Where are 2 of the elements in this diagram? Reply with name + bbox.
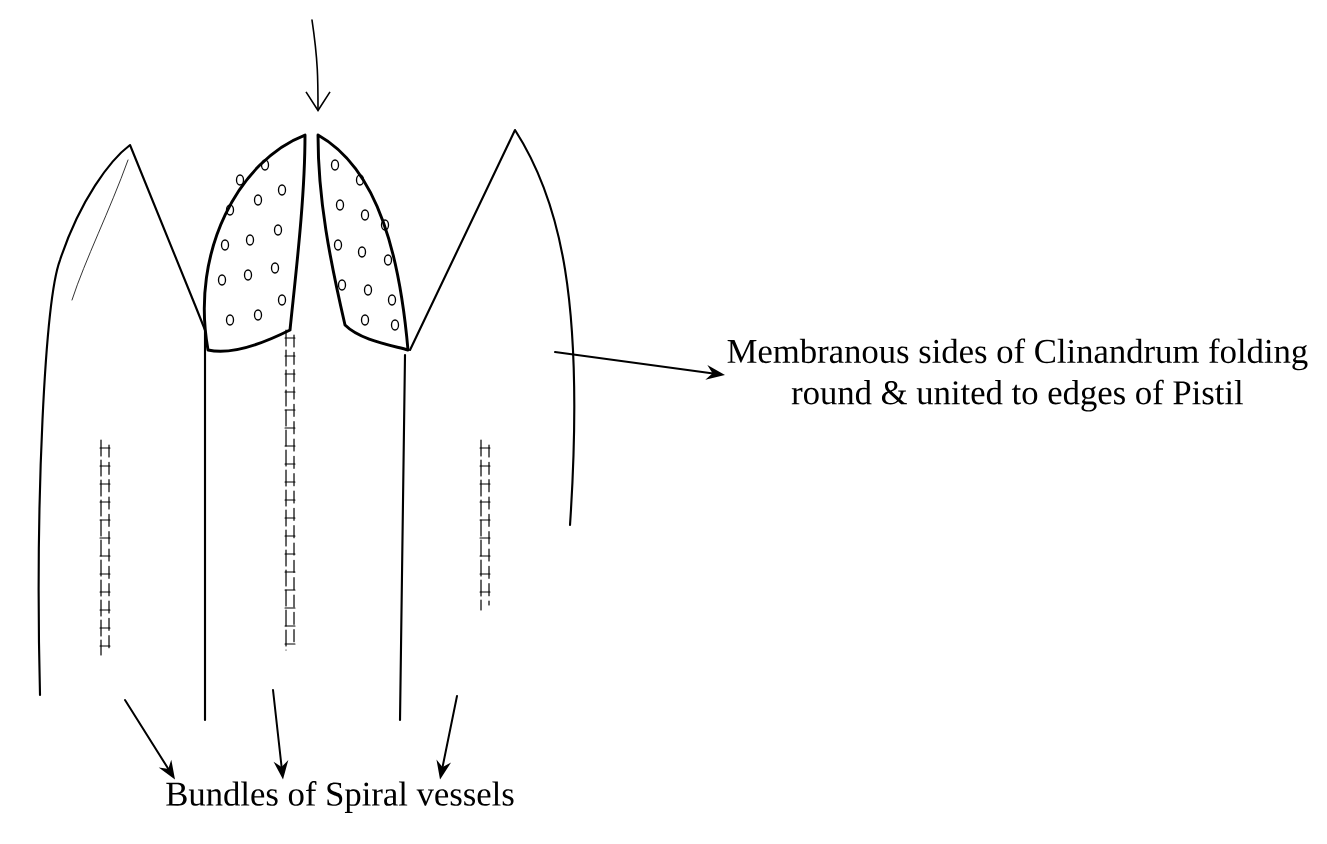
label-text: Bundles of Spiral vessels <box>166 781 514 813</box>
label-text: Membranous sides of Clinandrum folding round & united to edges of Pistil <box>727 338 1308 412</box>
